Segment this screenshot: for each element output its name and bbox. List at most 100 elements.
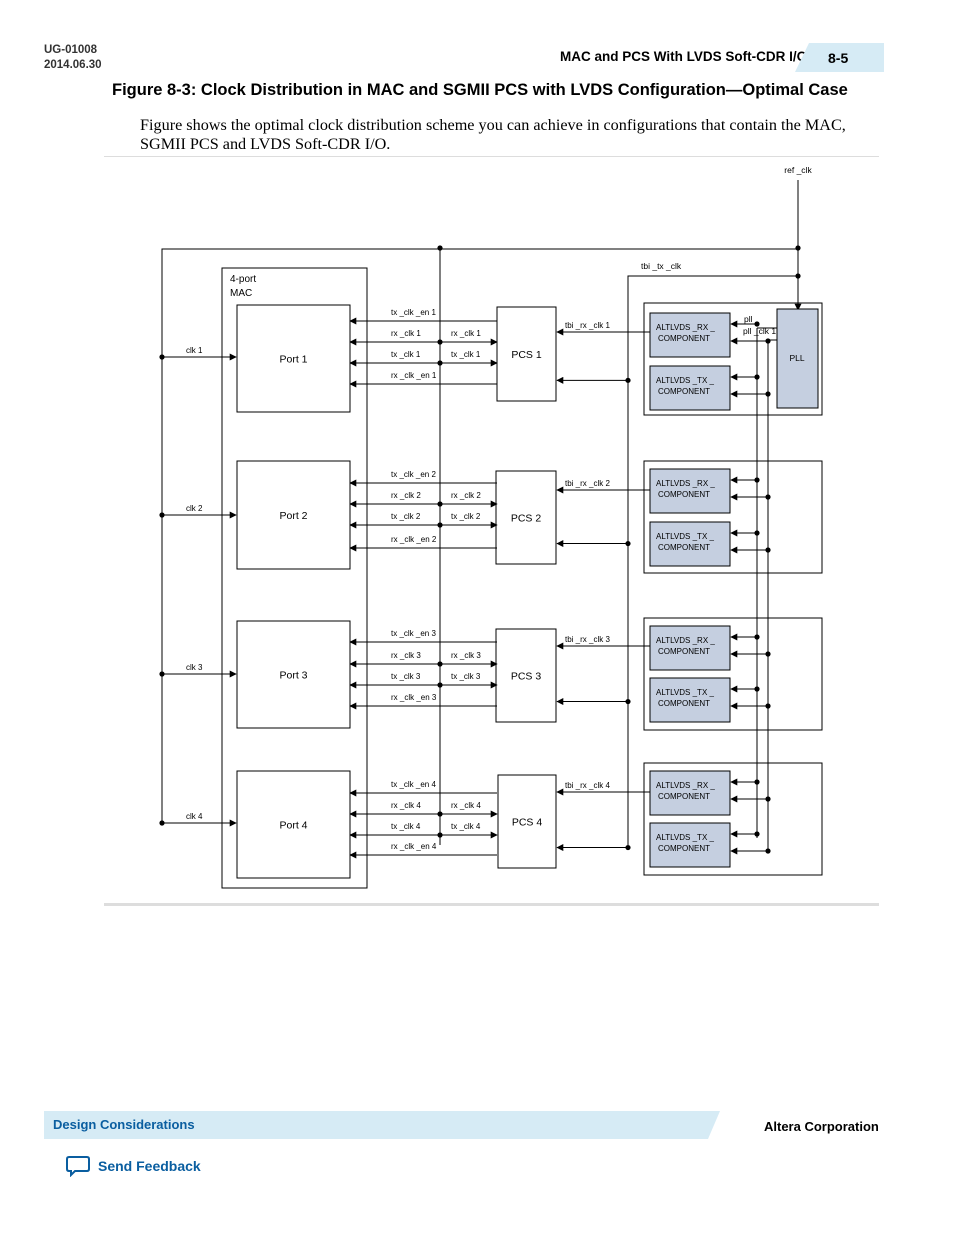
altlvds-tx-3-component: [649, 677, 731, 723]
page-number: 8-5: [828, 50, 849, 66]
tbi-tx-clk-label: tbi _tx _clk: [641, 261, 682, 271]
junction-dot: [437, 811, 443, 817]
junction-dot: [765, 651, 771, 657]
altlvds-tx-3-subtitle: COMPONENT: [658, 699, 710, 708]
junction-dot: [754, 374, 760, 380]
footer-section-link[interactable]: Design Considerations: [53, 1117, 195, 1132]
send-feedback-link[interactable]: Send Feedback: [66, 1155, 201, 1177]
tbi-rx-clk-1-label: tbi _rx _clk 1: [565, 321, 610, 330]
rx-clk-1-label-pcs: rx _clk 1: [451, 329, 481, 338]
pcs-3-label: PCS 3: [511, 671, 542, 683]
altlvds-tx-4-subtitle: COMPONENT: [658, 844, 710, 853]
pcs-1-label: PCS 1: [511, 349, 542, 361]
port-1-box: [236, 304, 351, 413]
port-4-box: [236, 770, 351, 879]
mac-box: [221, 267, 368, 889]
altlvds-rx-1-subtitle: COMPONENT: [658, 334, 710, 343]
clk-3-label: clk 3: [186, 663, 203, 672]
altlvds-rx-1-component: [649, 312, 731, 358]
altlvds-rx-3-title: ALTLVDS _RX _: [656, 636, 715, 645]
port-2-box: [236, 460, 351, 570]
footer-company: Altera Corporation: [764, 1119, 879, 1134]
rx-clk-3-label-pcs: rx _clk 3: [451, 651, 481, 660]
junction-dot: [437, 245, 443, 251]
altlvds-rx-2-title: ALTLVDS _RX _: [656, 479, 715, 488]
rx-clk-2-label-pcs: rx _clk 2: [451, 491, 481, 500]
clk-distribution-line: [161, 248, 798, 824]
speech-bubble-icon: [66, 1156, 90, 1177]
altlvds-rx-4-title: ALTLVDS _RX _: [656, 781, 715, 790]
altlvds-rx-3-component: [649, 625, 731, 671]
altlvds-tx-1-component: [649, 365, 731, 411]
junction-dot: [437, 832, 443, 838]
tx-clk-4-label-pcs: tx _clk 4: [451, 822, 481, 831]
altlvds-tx-4-title: ALTLVDS _TX _: [656, 833, 715, 842]
tx-clk-en-3-label: tx _clk _en 3: [391, 629, 436, 638]
altlvds-rx-2-component: [649, 468, 731, 514]
port-2-label: Port 2: [279, 510, 307, 522]
pll-label: PLL: [789, 353, 804, 363]
port-1-label: Port 1: [279, 354, 307, 366]
altlvds-tx-4-component: [649, 822, 731, 868]
rx-clk-4-label-mac: rx _clk 4: [391, 801, 421, 810]
rx-clk-en-3-label: rx _clk _en 3: [391, 693, 437, 702]
altlvds-rx-2-subtitle: COMPONENT: [658, 490, 710, 499]
tx-clk-4-label-mac: tx _clk 4: [391, 822, 421, 831]
figure-title: Figure 8-3: Clock Distribution in MAC an…: [112, 81, 848, 99]
junction-dot: [625, 698, 631, 705]
junction-dot: [765, 703, 771, 709]
tx-clk-3-label-mac: tx _clk 3: [391, 672, 421, 681]
altlvds-rx-4-component: [649, 770, 731, 816]
junction-dot: [765, 391, 771, 397]
tbi-rx-clk-4-label: tbi _rx _clk 4: [565, 781, 610, 790]
junction-dot: [765, 796, 771, 802]
pcs-4-label: PCS 4: [512, 817, 543, 829]
junction-dot: [437, 522, 443, 528]
port-4-label: Port 4: [279, 820, 307, 832]
tx-clk-en-4-label: tx _clk _en 4: [391, 780, 436, 789]
altlvds-rx-3-subtitle: COMPONENT: [658, 647, 710, 656]
pcs-4-box: [497, 774, 557, 869]
junction-dot: [625, 540, 631, 547]
junction-dot: [754, 477, 760, 483]
junction-dot: [625, 377, 631, 383]
junction-dot: [765, 338, 771, 344]
ref-clk-label: ref _clk: [784, 165, 812, 175]
altlvds-tx-2-component: [649, 521, 731, 567]
junction-dot: [765, 848, 771, 854]
pcs-1-box: [496, 306, 557, 402]
junction-dot: [795, 273, 801, 279]
lvds-group-1-box: [643, 302, 823, 416]
junction-dot: [159, 820, 165, 826]
junction-dot: [754, 634, 760, 640]
altlvds-tx-2-title: ALTLVDS _TX _: [656, 532, 715, 541]
rx-clk-en-4-label: rx _clk _en 4: [391, 842, 437, 851]
doc-date: 2014.06.30: [44, 59, 102, 71]
junction-dot: [625, 844, 631, 851]
junction-dot: [437, 339, 443, 345]
mac-label-line1: 4-port: [230, 274, 256, 285]
junction-dot: [437, 360, 443, 366]
clk-2-label: clk 2: [186, 504, 203, 513]
altlvds-tx-1-title: ALTLVDS _TX _: [656, 376, 715, 385]
rx-clk-en-1-label: rx _clk _en 1: [391, 371, 437, 380]
junction-dot: [754, 686, 760, 692]
tbi-rx-clk-3-label: tbi _rx _clk 3: [565, 635, 610, 644]
junction-dot: [159, 512, 165, 518]
junction-dot: [159, 354, 165, 360]
lvds-group-3-box: [643, 617, 823, 731]
tx-clk-2-label-mac: tx _clk 2: [391, 512, 421, 521]
tx-clk-en-1-label: tx _clk _en 1: [391, 308, 436, 317]
pcs-2-label: PCS 2: [511, 513, 542, 525]
pll-clk1-label: pll _clk 1: [743, 326, 776, 336]
junction-dot: [754, 831, 760, 837]
altlvds-tx-3-title: ALTLVDS _TX _: [656, 688, 715, 697]
section-title: MAC and PCS With LVDS Soft-CDR I/O: [560, 49, 808, 64]
pll-block: [776, 308, 819, 409]
junction-dot: [437, 661, 443, 667]
altlvds-tx-2-subtitle: COMPONENT: [658, 543, 710, 552]
junction-dot: [754, 779, 760, 785]
rx-clk-4-label-pcs: rx _clk 4: [451, 801, 481, 810]
altlvds-rx-4-subtitle: COMPONENT: [658, 792, 710, 801]
pcs-3-box: [495, 628, 557, 723]
